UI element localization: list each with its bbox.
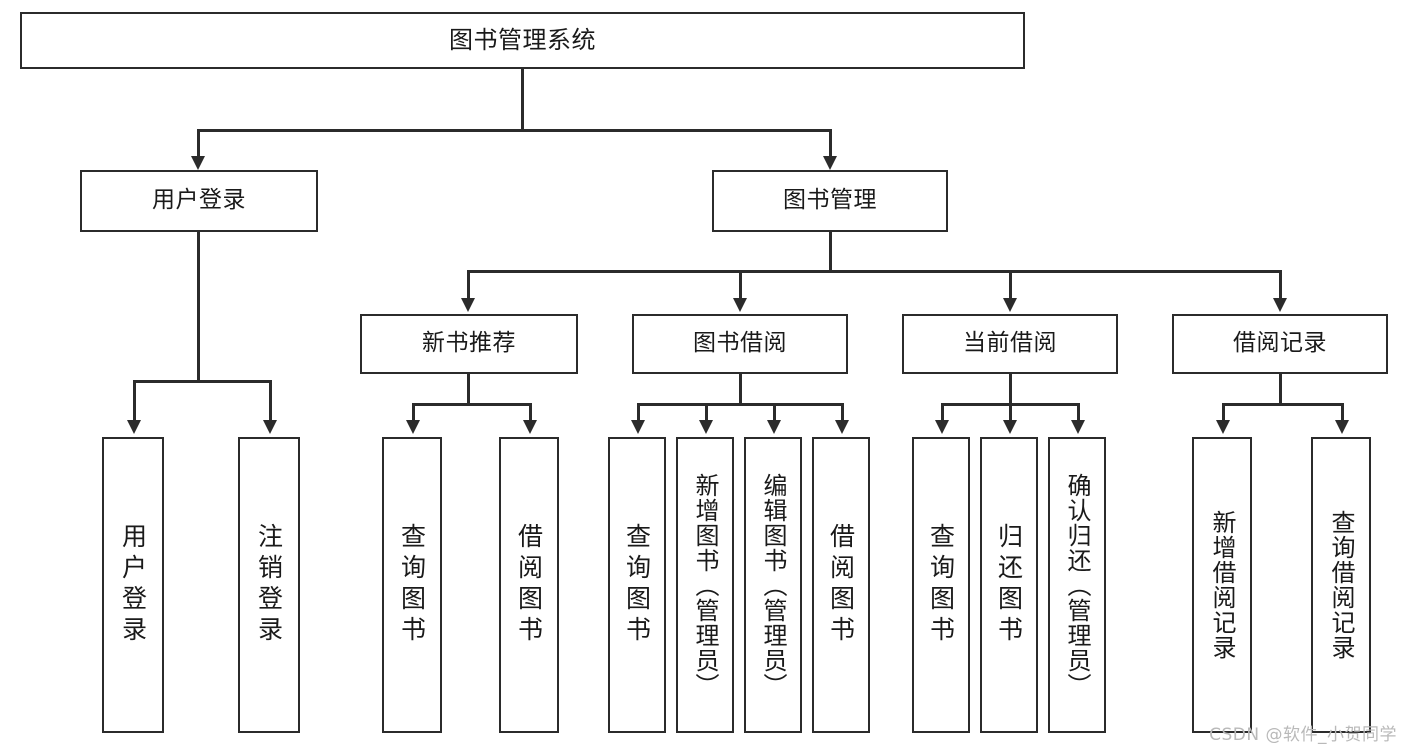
arrowhead-to-book-borrow (733, 298, 747, 312)
connector-bookmanage-leg-4 (1279, 270, 1282, 300)
connector-bookborrow-leg-3 (773, 403, 776, 422)
connector-bookmanage-leg-2 (739, 270, 742, 300)
node-label: 编辑图书（管理员） (759, 472, 787, 698)
node-label: 当前借阅 (963, 330, 1057, 357)
connector-bookborrow-leg-4 (841, 403, 844, 422)
node-user-login[interactable]: 用户登录 (80, 170, 318, 232)
connector-newbook-stem (467, 374, 470, 405)
connector-borrowrecord-bus (1222, 403, 1343, 406)
node-label: 查询图书 (397, 523, 427, 647)
connector-userlogin-leg-2 (269, 380, 272, 422)
arrowhead-to-book-manage (823, 156, 837, 170)
connector-currentborrow-leg-3 (1077, 403, 1080, 422)
node-label: 新书推荐 (422, 330, 516, 357)
leaf-query-book-recommend[interactable]: 查询图书 (382, 437, 442, 733)
node-label: 新增图书（管理员） (691, 472, 719, 698)
node-label: 注销登录 (254, 523, 284, 647)
connector-bookborrow-stem (739, 374, 742, 405)
connector-root-leg-right (829, 129, 832, 158)
node-label: 用户登录 (118, 523, 148, 647)
node-label: 借阅图书 (514, 523, 544, 647)
arrowhead-to-borrow-record (1273, 298, 1287, 312)
connector-bookborrow-leg-1 (637, 403, 640, 422)
connector-newbook-leg-2 (529, 403, 532, 422)
node-new-book-recommend[interactable]: 新书推荐 (360, 314, 578, 374)
arrowhead-currentborrow-leaf-2 (1003, 420, 1017, 434)
connector-borrowrecord-leg-2 (1341, 403, 1344, 422)
leaf-borrow-book[interactable]: 借阅图书 (812, 437, 870, 733)
leaf-logout[interactable]: 注销登录 (238, 437, 300, 733)
node-current-borrow[interactable]: 当前借阅 (902, 314, 1118, 374)
node-label: 新增借阅记录 (1208, 510, 1236, 660)
connector-userlogin-leg-1 (133, 380, 136, 422)
arrowhead-to-leaf-user-login (127, 420, 141, 434)
connector-currentborrow-leg-1 (941, 403, 944, 422)
arrowhead-bookborrow-leaf-3 (767, 420, 781, 434)
node-label: 归还图书 (994, 523, 1024, 647)
arrowhead-currentborrow-leaf-1 (935, 420, 949, 434)
leaf-confirm-return-admin[interactable]: 确认归还（管理员） (1048, 437, 1106, 733)
connector-currentborrow-stem (1009, 374, 1012, 405)
node-label: 图书管理系统 (449, 26, 596, 55)
arrowhead-newbook-leaf-2 (523, 420, 537, 434)
node-label: 借阅图书 (826, 523, 856, 647)
watermark-text: CSDN @软件_小贺同学 (1209, 725, 1397, 745)
arrowhead-borrowrecord-leaf-1 (1216, 420, 1230, 434)
connector-bookmanage-bus (467, 270, 1279, 273)
connector-root-bus (197, 129, 831, 132)
connector-bookborrow-leg-2 (705, 403, 708, 422)
leaf-query-borrow-record[interactable]: 查询借阅记录 (1311, 437, 1371, 733)
connector-currentborrow-leg-2 (1009, 403, 1012, 422)
node-label: 查询借阅记录 (1327, 510, 1355, 660)
node-label: 确认归还（管理员） (1063, 472, 1091, 698)
node-book-borrow[interactable]: 图书借阅 (632, 314, 848, 374)
connector-userlogin-stem (197, 232, 200, 382)
arrowhead-bookborrow-leaf-1 (631, 420, 645, 434)
arrowhead-to-new-book (461, 298, 475, 312)
leaf-add-book-admin[interactable]: 新增图书（管理员） (676, 437, 734, 733)
node-label: 借阅记录 (1233, 330, 1327, 357)
leaf-edit-book-admin[interactable]: 编辑图书（管理员） (744, 437, 802, 733)
node-label: 查询图书 (926, 523, 956, 647)
connector-root-leg-left (197, 129, 200, 158)
leaf-add-borrow-record[interactable]: 新增借阅记录 (1192, 437, 1252, 733)
connector-bookmanage-leg-3 (1009, 270, 1012, 300)
leaf-query-book-borrow[interactable]: 查询图书 (608, 437, 666, 733)
connector-bookmanage-stem (829, 232, 832, 272)
node-label: 用户登录 (152, 187, 246, 214)
arrowhead-currentborrow-leaf-3 (1071, 420, 1085, 434)
node-label: 查询图书 (622, 523, 652, 647)
connector-newbook-bus (412, 403, 531, 406)
leaf-user-login[interactable]: 用户登录 (102, 437, 164, 733)
node-borrow-record[interactable]: 借阅记录 (1172, 314, 1388, 374)
arrowhead-bookborrow-leaf-2 (699, 420, 713, 434)
leaf-borrow-book-recommend[interactable]: 借阅图书 (499, 437, 559, 733)
leaf-return-book[interactable]: 归还图书 (980, 437, 1038, 733)
connector-borrowrecord-leg-1 (1222, 403, 1225, 422)
node-root-system[interactable]: 图书管理系统 (20, 12, 1025, 69)
node-book-manage[interactable]: 图书管理 (712, 170, 948, 232)
arrowhead-to-user-login (191, 156, 205, 170)
leaf-query-book-current[interactable]: 查询图书 (912, 437, 970, 733)
arrowhead-to-leaf-logout (263, 420, 277, 434)
node-label: 图书借阅 (693, 330, 787, 357)
arrowhead-bookborrow-leaf-4 (835, 420, 849, 434)
arrowhead-borrowrecord-leaf-2 (1335, 420, 1349, 434)
connector-borrowrecord-stem (1279, 374, 1282, 405)
connector-bookborrow-bus (637, 403, 843, 406)
arrowhead-newbook-leaf-1 (406, 420, 420, 434)
connector-userlogin-bus (133, 380, 271, 383)
connector-newbook-leg-1 (412, 403, 415, 422)
connector-root-stem (521, 69, 524, 130)
node-label: 图书管理 (783, 187, 877, 214)
connector-bookmanage-leg-1 (467, 270, 470, 300)
arrowhead-to-current-borrow (1003, 298, 1017, 312)
